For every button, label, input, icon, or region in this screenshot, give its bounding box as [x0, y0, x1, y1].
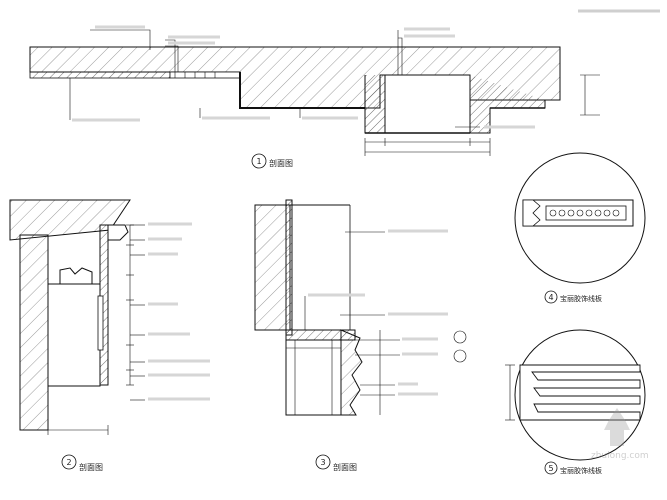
- leader-lines: [69, 29, 480, 128]
- leader-label-placeholders: [308, 229, 448, 396]
- view-5-label: 宝丽胶饰线板: [560, 466, 602, 475]
- leader-lines: [130, 224, 145, 401]
- crown-molding: [107, 224, 129, 241]
- view-1-caption: 剖面图: [269, 158, 293, 168]
- detail-circle: [514, 329, 646, 461]
- leader-label-placeholders: [72, 25, 535, 129]
- view-2-wall-section: 2 剖面图: [9, 199, 210, 472]
- pagoda-logo-icon: [604, 408, 630, 430]
- view-4-molding-detail: 4 宝丽胶饰线板: [514, 152, 646, 304]
- view-1-ceiling-section: 1 剖面图: [29, 25, 600, 169]
- leader-lines: [304, 231, 400, 396]
- view-5-number: 5: [548, 464, 553, 473]
- cabinet-base: [285, 339, 342, 416]
- wall-concrete: [19, 234, 49, 431]
- view-3-wall-section: 3 剖面图: [254, 199, 467, 472]
- view-marker-3: [315, 454, 331, 470]
- view-1-number: 1: [256, 157, 261, 166]
- ceiling-board-strip: [29, 71, 171, 79]
- view-2-number: 2: [66, 458, 71, 467]
- watermark-text: zhulong.com: [591, 451, 649, 461]
- wall-concrete: [254, 204, 291, 331]
- view-3-number: 3: [320, 458, 325, 467]
- view-5-molding-detail: 5 宝丽胶饰线板: [505, 329, 646, 475]
- view-4-label: 宝丽胶饰线板: [560, 294, 602, 303]
- view-marker-5: [544, 461, 558, 475]
- view-3-caption: 剖面图: [333, 462, 357, 472]
- view-4-number: 4: [548, 293, 553, 302]
- watermark: zhulong.com: [591, 408, 649, 461]
- view-marker-2: [61, 454, 77, 470]
- view-marker-1: [251, 153, 267, 169]
- view-marker-4: [544, 290, 558, 304]
- view-2-caption: 剖面图: [79, 462, 103, 472]
- leader-label-placeholders: [148, 222, 210, 401]
- detail-circle: [514, 152, 646, 284]
